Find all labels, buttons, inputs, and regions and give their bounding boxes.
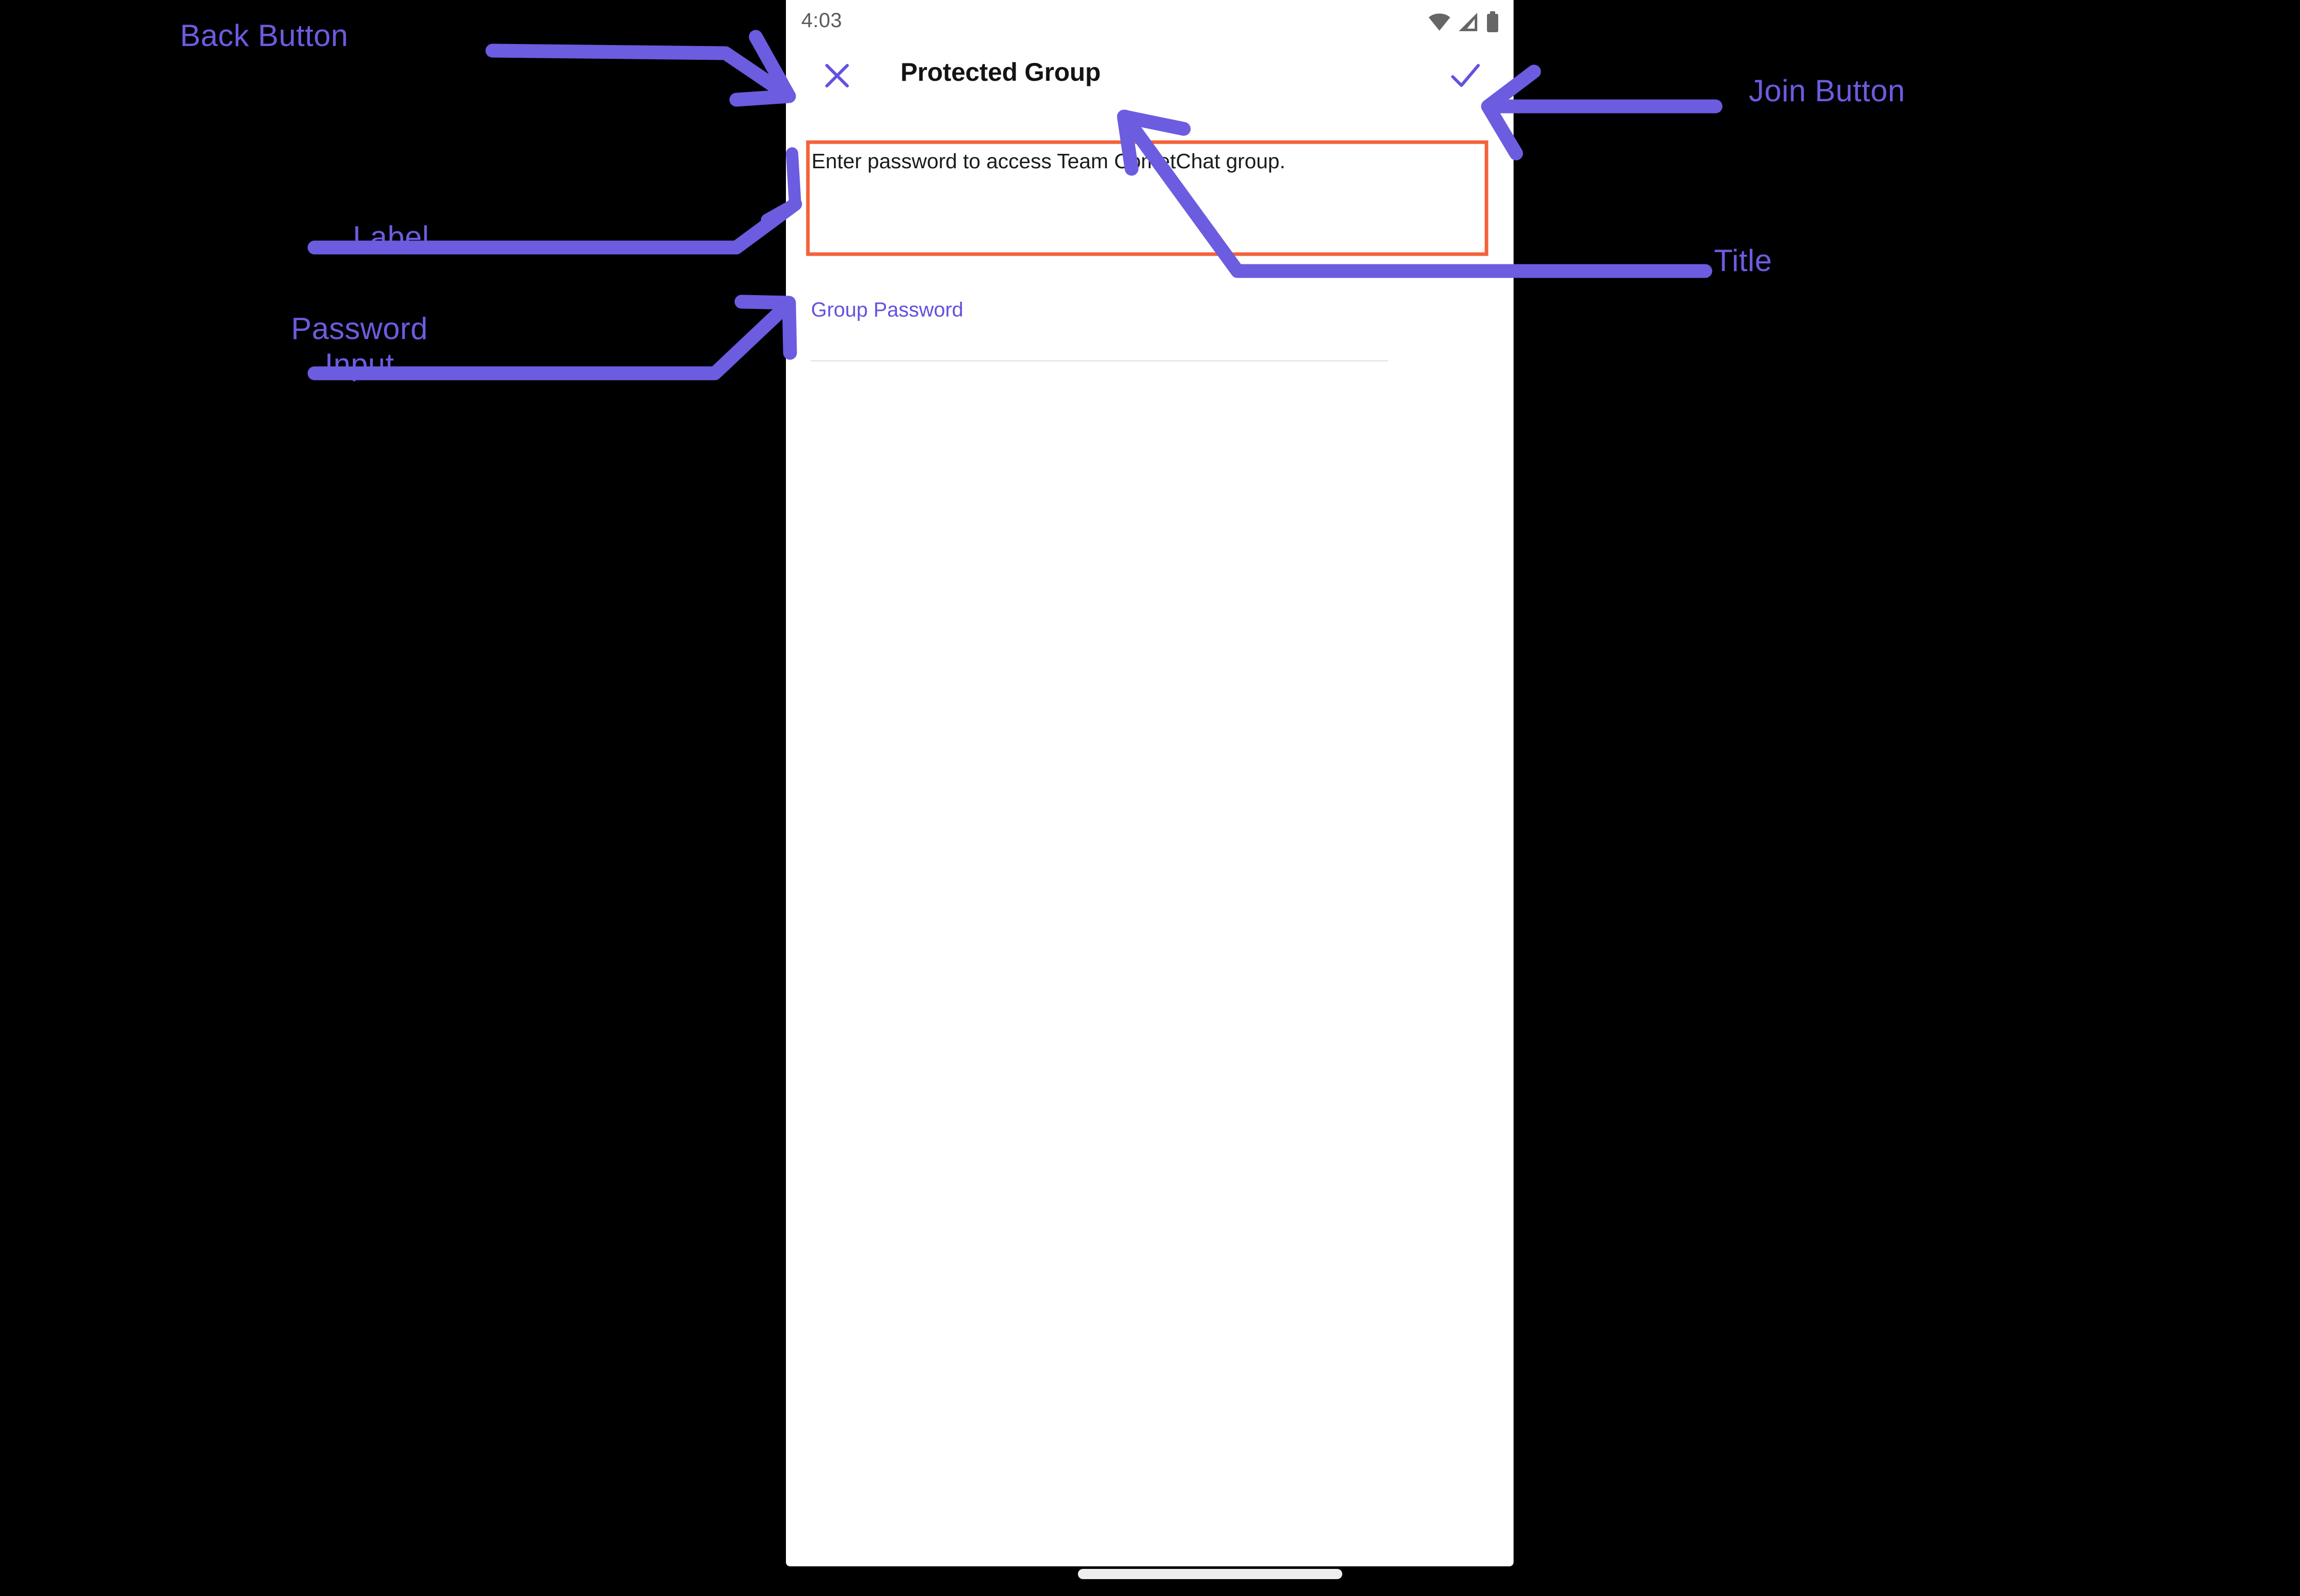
password-input[interactable] bbox=[810, 315, 1388, 362]
page-title: Protected Group bbox=[900, 58, 1101, 86]
join-button[interactable] bbox=[1444, 54, 1487, 97]
check-icon bbox=[1451, 64, 1480, 87]
password-description-label: Enter password to access Team CometChat … bbox=[811, 149, 1286, 173]
arrow-password-input-head bbox=[734, 295, 797, 360]
arrow-back-button bbox=[485, 43, 796, 103]
wifi-icon bbox=[1429, 13, 1450, 31]
phone-screen: 4:03 Protected Group bbox=[786, 0, 1514, 1566]
status-bar: 4:03 bbox=[786, 0, 1514, 40]
annotation-back-button: Back Button bbox=[180, 18, 349, 53]
close-icon bbox=[825, 64, 849, 87]
app-bar: Protected Group bbox=[786, 49, 1514, 102]
battery-icon bbox=[1487, 11, 1498, 32]
status-bar-icons bbox=[1428, 11, 1499, 33]
arrow-back-button-head bbox=[729, 30, 796, 107]
home-indicator bbox=[1078, 1569, 1342, 1579]
status-bar-clock: 4:03 bbox=[801, 9, 842, 32]
signal-icon bbox=[1459, 13, 1477, 31]
annotation-label: Label bbox=[353, 220, 430, 254]
annotation-title: Title bbox=[1714, 243, 1772, 278]
annotation-password-input: Password Input bbox=[291, 311, 428, 382]
back-button[interactable] bbox=[816, 54, 859, 97]
annotation-join-button: Join Button bbox=[1749, 74, 1905, 108]
